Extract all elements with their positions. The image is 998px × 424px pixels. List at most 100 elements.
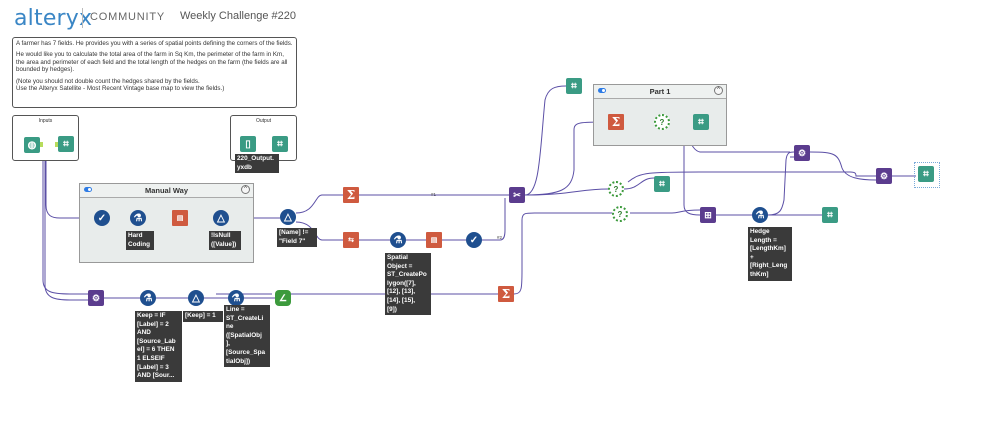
formula-tool[interactable]: ⚗ bbox=[130, 210, 146, 226]
gear-icon: ⚙ bbox=[91, 292, 101, 303]
create-line-tool[interactable]: ∠ bbox=[275, 290, 291, 306]
alteryx-logo: alteryx bbox=[14, 6, 93, 31]
connection-label: #1 bbox=[431, 192, 437, 197]
keep-formula-annotation: Keep = IF [Label] = 2 AND [Source_Lab el… bbox=[135, 311, 182, 382]
spatial-process-tool[interactable]: ⊞ bbox=[700, 207, 716, 223]
wire bbox=[42, 146, 88, 295]
keep-filter-annotation: [Keep] = 1 bbox=[183, 311, 223, 322]
select-tool[interactable]: ✓ bbox=[94, 210, 110, 226]
browse-tool[interactable]: ⌗ bbox=[272, 136, 288, 152]
browse-tool[interactable]: ⌗ bbox=[822, 207, 838, 223]
output-box-title: Output bbox=[255, 118, 271, 124]
flask-icon: ⚗ bbox=[755, 209, 765, 221]
container-header: Part 1 ^ bbox=[594, 85, 726, 99]
summarize-tool[interactable]: Σ bbox=[498, 286, 514, 302]
output-data-tool[interactable]: ▯ bbox=[240, 136, 256, 152]
sigma-icon: Σ bbox=[611, 115, 621, 129]
table-icon: ▤ bbox=[430, 237, 438, 244]
isnull-annotation: !IsNull ([Value]) bbox=[209, 231, 241, 251]
network-icon: ⊞ bbox=[704, 209, 712, 220]
crosstab-tool[interactable]: ⇆ bbox=[343, 232, 359, 248]
browse-tool[interactable]: ⌗ bbox=[566, 78, 582, 94]
comment-paragraph-3: (Note you should not double count the he… bbox=[16, 77, 225, 93]
output-file-annotation: 220_Output. yxdb bbox=[235, 154, 279, 174]
transpose-tool[interactable]: ▤ bbox=[172, 210, 188, 226]
browse-tool[interactable]: ⌗ bbox=[693, 114, 709, 130]
formula-tool[interactable]: ⚗ bbox=[140, 290, 156, 306]
select-tool[interactable]: ✓ bbox=[466, 232, 482, 248]
formula-tool[interactable]: ⚗ bbox=[390, 232, 406, 248]
table-icon: ▤ bbox=[176, 215, 184, 222]
comment-paragraph-1: A farmer has 7 fields. He provides you w… bbox=[16, 40, 293, 47]
summarize-tool[interactable]: Σ bbox=[608, 114, 624, 130]
input-data-tool[interactable]: ◍ bbox=[24, 137, 40, 153]
transpose-tool[interactable]: ▤ bbox=[426, 232, 442, 248]
test-tool[interactable]: ? bbox=[608, 181, 624, 197]
challenge-description-comment[interactable]: A farmer has 7 fields. He provides you w… bbox=[12, 37, 297, 108]
connection-label: #2 bbox=[497, 235, 503, 240]
binoculars-icon: ⌗ bbox=[827, 209, 833, 221]
triangle-icon: △ bbox=[284, 211, 292, 223]
test-tool[interactable]: ? bbox=[612, 206, 628, 222]
inputs-box-title: Inputs bbox=[38, 118, 53, 124]
summarize-tool[interactable]: Σ bbox=[343, 187, 359, 203]
book-icon: ▯ bbox=[245, 138, 251, 150]
output-anchor[interactable] bbox=[40, 142, 43, 147]
browse-tool-selected[interactable]: ⌗ bbox=[918, 166, 934, 182]
selection-box bbox=[914, 162, 940, 188]
checkmark-icon: ✓ bbox=[469, 234, 479, 246]
collapse-button[interactable]: ^ bbox=[714, 86, 723, 95]
input-anchor[interactable] bbox=[55, 142, 58, 147]
hard-coding-annotation: Hard Coding bbox=[126, 231, 154, 251]
gear-icon: ⚙ bbox=[879, 170, 889, 181]
spatial-object-annotation: Spatial Object = ST_CreatePo lygon([7], … bbox=[385, 253, 431, 316]
binoculars-icon: ⌗ bbox=[571, 80, 577, 92]
union-icon: ✂ bbox=[513, 189, 521, 200]
test-tool[interactable]: ? bbox=[654, 114, 670, 130]
name-filter-annotation: [Name] != "Field 7" bbox=[277, 228, 317, 248]
container-header: Manual Way ^ bbox=[80, 184, 253, 198]
checkmark-icon: ✓ bbox=[97, 212, 107, 224]
question-icon: ? bbox=[613, 184, 619, 194]
container-title: Part 1 bbox=[649, 87, 671, 96]
crosstab-icon: ⇆ bbox=[348, 237, 354, 244]
gear-icon: ⚙ bbox=[797, 147, 807, 158]
globe-icon: ◍ bbox=[27, 139, 37, 151]
triangle-icon: △ bbox=[192, 292, 200, 304]
filter-tool[interactable]: △ bbox=[213, 210, 229, 226]
logo-divider bbox=[82, 8, 83, 28]
flask-icon: ⚗ bbox=[133, 212, 143, 224]
binoculars-icon: ⌗ bbox=[63, 138, 69, 150]
filter-tool[interactable]: △ bbox=[280, 209, 296, 225]
flask-icon: ⚗ bbox=[393, 234, 403, 246]
union-tool[interactable]: ✂ bbox=[509, 187, 525, 203]
sigma-icon: Σ bbox=[346, 188, 356, 202]
binoculars-icon: ⌗ bbox=[277, 138, 283, 150]
append-fields-tool[interactable]: ⚙ bbox=[88, 290, 104, 306]
browse-tool[interactable]: ⌗ bbox=[654, 176, 670, 192]
comment-paragraph-2: He would like you to calculate the total… bbox=[16, 51, 288, 74]
filter-tool[interactable]: △ bbox=[188, 290, 204, 306]
binoculars-icon: ⌗ bbox=[659, 178, 665, 190]
browse-tool[interactable]: ⌗ bbox=[58, 136, 74, 152]
question-icon: ? bbox=[617, 209, 623, 219]
container-toggle[interactable] bbox=[84, 187, 92, 192]
append-fields-tool[interactable]: ⚙ bbox=[876, 168, 892, 184]
line-formula-annotation: Line = ST_CreateLi ne ([SpatialObj ], [S… bbox=[224, 305, 270, 368]
append-fields-tool[interactable]: ⚙ bbox=[794, 145, 810, 161]
question-icon: ? bbox=[659, 117, 665, 127]
formula-tool[interactable]: ⚗ bbox=[752, 207, 768, 223]
binoculars-icon: ⌗ bbox=[923, 168, 929, 180]
collapse-button[interactable]: ^ bbox=[241, 185, 250, 194]
container-toggle[interactable] bbox=[598, 88, 606, 93]
container-title: Manual Way bbox=[144, 186, 189, 195]
challenge-title: Weekly Challenge #220 bbox=[180, 10, 296, 22]
sigma-icon: Σ bbox=[501, 287, 511, 301]
formula-tool[interactable]: ⚗ bbox=[228, 290, 244, 306]
inputs-tool-container[interactable]: Inputs bbox=[12, 115, 79, 161]
wire bbox=[44, 146, 88, 301]
flask-icon: ⚗ bbox=[143, 292, 153, 304]
flask-icon: ⚗ bbox=[231, 292, 241, 304]
line-icon: ∠ bbox=[278, 292, 288, 303]
hedge-length-annotation: Hedge Length = [LengthKm] + [Right_Leng … bbox=[748, 227, 792, 281]
